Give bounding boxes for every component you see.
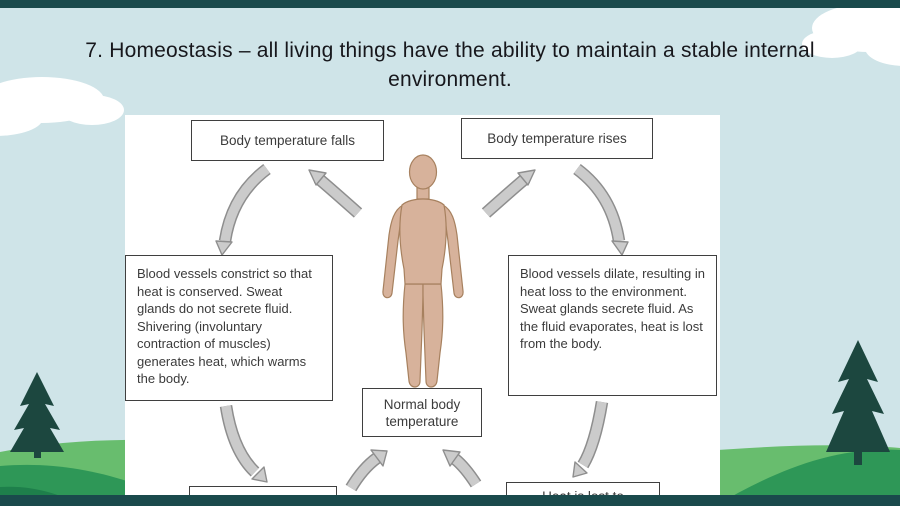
box-body-temperature-rises: Body temperature rises (461, 118, 653, 159)
cloud-icon (802, 4, 900, 66)
top-band (0, 0, 900, 8)
box-cold-response-text: Blood vessels constrict so that heat is … (137, 266, 312, 386)
arrow-hot-to-lost-icon (572, 400, 609, 478)
bottom-band (0, 495, 900, 506)
slide-title: 7. Homeostasis – all living things have … (85, 39, 815, 91)
diagram-figure (215, 154, 629, 492)
human-figure (382, 154, 464, 388)
box-hot-response: Blood vessels dilate, resulting in heat … (508, 255, 717, 396)
homeostasis-diagram: Body temperature falls Body temperature … (125, 115, 720, 506)
arrow-cold-to-retained-icon (219, 404, 268, 483)
pine-tree-icon (10, 372, 64, 458)
box-normal-body-temperature-label: Normal body temperature (383, 396, 461, 429)
arrow-lost-to-normal-icon (442, 449, 482, 488)
box-body-temperature-falls-label: Body temperature falls (219, 132, 356, 148)
arrow-down-left-icon (215, 163, 271, 256)
box-hot-response-text: Blood vessels dilate, resulting in heat … (520, 266, 705, 351)
box-normal-body-temperature: Normal body temperature (362, 388, 482, 437)
hill-dark-right (715, 449, 900, 506)
box-cold-response: Blood vessels constrict so that heat is … (125, 255, 333, 401)
cloud-icon (0, 77, 124, 136)
arrow-up-left-icon (308, 169, 363, 218)
box-body-temperature-falls: Body temperature falls (191, 120, 384, 161)
pine-tree-icon (826, 340, 890, 465)
arrow-up-right-icon (481, 169, 536, 218)
arrow-retained-to-normal-icon (345, 449, 388, 492)
arrow-down-right-icon (573, 163, 629, 256)
box-body-temperature-rises-label: Body temperature rises (487, 130, 627, 146)
